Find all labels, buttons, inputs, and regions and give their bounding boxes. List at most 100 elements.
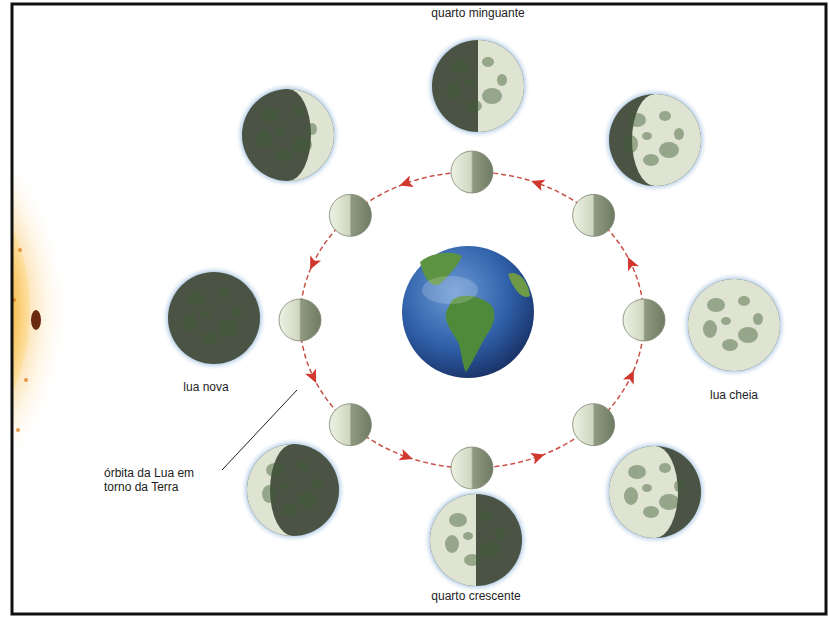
- orbit-moon: [329, 404, 371, 446]
- moon-crater: [643, 506, 659, 518]
- orbit-moon: [329, 194, 371, 236]
- orbit-moon: [451, 447, 493, 489]
- moon-crater: [261, 108, 279, 122]
- phase-moon: [240, 437, 346, 543]
- moon-crater: [482, 88, 502, 104]
- moon-lit-side: [688, 279, 780, 371]
- earth-globe: [402, 246, 534, 378]
- moon-crater: [628, 113, 646, 127]
- orbit-arrowhead: [305, 369, 321, 386]
- phase-moon: [423, 487, 529, 593]
- orbit-moon: [451, 151, 493, 193]
- moon-crater: [297, 461, 309, 471]
- phase-moon: [161, 265, 267, 371]
- moon-crater: [280, 482, 290, 490]
- moon-crater: [307, 123, 317, 135]
- leader-line: [222, 390, 297, 470]
- moon-halo: [161, 265, 267, 371]
- phase-moon: [235, 82, 341, 188]
- earth: [402, 246, 534, 378]
- moon-crater: [292, 137, 312, 153]
- moon-dark-side: [688, 279, 780, 371]
- moon-dark-side: [247, 444, 339, 536]
- orbit-moon: [279, 299, 321, 341]
- moon-crater: [463, 532, 473, 540]
- moon-dark-side: [432, 40, 524, 132]
- earth-land: [508, 273, 530, 297]
- moon-crater: [480, 511, 492, 521]
- moon-crater: [465, 78, 475, 86]
- moon-crater: [266, 463, 284, 477]
- moon-dark-side: [168, 272, 260, 364]
- phase-moon: [602, 439, 708, 545]
- moon-crater: [297, 492, 317, 508]
- moon-dark-side: [609, 94, 701, 186]
- moon-crater: [257, 130, 271, 148]
- sun-fleck: [18, 248, 22, 252]
- moon-crater: [628, 465, 646, 479]
- sunspot: [31, 310, 41, 330]
- moon-crater: [721, 317, 731, 325]
- moon-crater: [624, 487, 638, 505]
- moon-halo: [425, 33, 531, 139]
- moon-crater: [451, 59, 469, 73]
- moon-crater: [312, 478, 322, 490]
- moon-crater: [262, 485, 276, 503]
- moon-crater: [674, 128, 684, 140]
- moon-crater: [707, 298, 725, 312]
- moon-crater: [659, 494, 679, 510]
- sun-glow: [12, 65, 70, 555]
- moon-crater: [659, 142, 679, 158]
- phase-label: quarto crescente: [431, 589, 520, 603]
- earth-cloud: [422, 276, 478, 304]
- moon-lit-side: [430, 494, 476, 586]
- moon-orbit: [300, 172, 644, 468]
- moon-halo: [423, 487, 529, 593]
- orbit-moon: [573, 404, 615, 446]
- moon-crater: [202, 332, 218, 344]
- phase-moon: [681, 272, 787, 378]
- moon-crater: [445, 535, 459, 553]
- moon-crater: [482, 57, 494, 67]
- moon-crater: [495, 528, 505, 540]
- moon-crater: [674, 480, 684, 492]
- orbit-arrowhead: [399, 449, 415, 465]
- moon-halo: [681, 272, 787, 378]
- moon-crater: [642, 132, 652, 140]
- orbit-arrowhead: [305, 255, 321, 272]
- sun-fleck: [16, 428, 20, 432]
- orbit-moon: [623, 299, 665, 341]
- moon-crater: [447, 81, 461, 99]
- phase-moon: [602, 87, 708, 193]
- moon-crater: [218, 320, 238, 336]
- moon-crater: [187, 291, 205, 305]
- earth-land: [446, 296, 495, 372]
- frame: [12, 4, 826, 614]
- sun-fleck: [24, 378, 28, 382]
- orbit-arrowhead: [529, 175, 545, 191]
- moon-crater: [233, 306, 243, 318]
- moon-crater: [218, 289, 230, 299]
- moon-halo: [240, 437, 346, 543]
- moon-lit-side: [247, 444, 293, 536]
- moon-crater: [497, 74, 507, 86]
- moon-crater: [703, 320, 717, 338]
- moon-crater: [722, 339, 738, 351]
- orbit-moon: [573, 194, 615, 236]
- orbit-arrowhead: [622, 254, 638, 271]
- moon-crater: [276, 149, 292, 161]
- moon-lit-side: [478, 40, 524, 132]
- moon-crater: [480, 542, 500, 558]
- moon-crater: [753, 313, 763, 325]
- sun: [12, 65, 70, 555]
- phase-label: quarto minguante: [431, 6, 524, 20]
- orbit-arrowhead: [398, 176, 414, 192]
- moon-crater: [292, 106, 304, 116]
- moon-crater: [659, 463, 671, 473]
- moon-crater: [183, 313, 197, 331]
- moon-dark-side: [430, 494, 522, 586]
- phase-moon: [425, 33, 531, 139]
- moon-crater: [281, 504, 297, 516]
